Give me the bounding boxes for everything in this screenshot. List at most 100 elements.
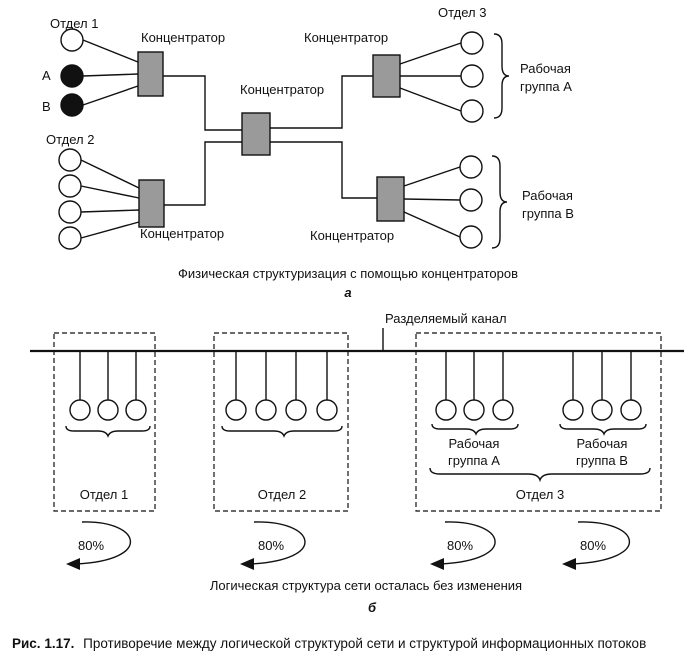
traffic-arrow-curve (75, 521, 132, 565)
dept2-label: Отдел 2 (46, 132, 94, 147)
dept3-workgroup-b-group: Концентратор Рабочая группа В (310, 155, 574, 249)
dept3-workgroup-a-group: Отдел 3 Концентратор Рабочая группа А (304, 5, 572, 123)
workstation-node (125, 399, 147, 421)
traffic-arrow-curve (249, 521, 306, 565)
workstation-node (562, 399, 584, 421)
workstation-node (69, 399, 91, 421)
hub-central-label: Концентратор (240, 82, 324, 97)
link (82, 73, 139, 77)
physical-structure-section: Отдел 1 A B Концентратор Отдел 2 Концент… (42, 5, 574, 300)
workstation-node (58, 148, 82, 172)
workstation-node (316, 399, 338, 421)
hub-dept2-label: Концентратор (140, 226, 224, 241)
workstation-node (285, 399, 307, 421)
link (399, 87, 462, 112)
traffic-arrow-workgroup-b: 80% (562, 521, 631, 570)
workgroup-a-brace (431, 423, 519, 436)
workgroup-a-label-line2: группа А (448, 453, 500, 468)
shared-channel-label: Разделяемый канал (385, 311, 507, 326)
figure-caption: Рис. 1.17. Противоречие между логической… (12, 636, 646, 651)
arrow-head (562, 558, 576, 570)
workstation-a-node (60, 64, 84, 88)
hub-group-a-label: Концентратор (304, 30, 388, 45)
group-a-label-line2: группа А (520, 79, 572, 94)
figure-caption-text: Противоречие между логической структурой… (83, 636, 646, 651)
central-hub-group: Концентратор (240, 82, 324, 156)
workstation-node (97, 399, 119, 421)
link (82, 85, 139, 106)
dept3-label: Отдел 3 (516, 487, 564, 502)
workstation-node (459, 155, 483, 179)
workstation-node (460, 64, 484, 88)
hub-group-b-label: Концентратор (310, 228, 394, 243)
dept3-brace (429, 467, 651, 483)
traffic-label: 80% (258, 538, 284, 553)
workstation-node (60, 28, 84, 52)
workstation-node (58, 174, 82, 198)
traffic-arrow-curve (439, 521, 496, 565)
dept1-label: Отдел 1 (80, 487, 128, 502)
link (80, 185, 140, 199)
workstation-node (435, 399, 457, 421)
hub-dept1 (137, 51, 164, 97)
hub-group-a (372, 54, 401, 98)
dept3-logical-group: Рабочая группа А Рабочая группа В Отдел … (415, 332, 662, 512)
dept2-brace (221, 425, 343, 438)
workgroup-a-label-line1: Рабочая (449, 436, 500, 451)
dept1-brace (65, 425, 151, 438)
node-a-label: A (42, 68, 51, 83)
arrow-head (240, 558, 254, 570)
link (80, 159, 140, 189)
part-b-sublabel: б (368, 600, 377, 615)
workstation-node (591, 399, 613, 421)
part-a-caption: Физическая структуризация с помощью конц… (178, 266, 518, 281)
workstation-node (58, 200, 82, 224)
group-a-label-line1: Рабочая (520, 61, 571, 76)
dept2-group: Отдел 2 Концентратор (46, 132, 224, 250)
hub-central (241, 112, 271, 156)
trunk-link-hub2-center (164, 141, 242, 206)
workstation-node (492, 399, 514, 421)
trunk-link-hub1-center (163, 75, 242, 131)
traffic-arrow-curve (571, 521, 631, 565)
hub-dept2 (138, 179, 165, 228)
link (403, 166, 461, 187)
hub-dept1-label: Концентратор (141, 30, 225, 45)
node-b-label: B (42, 99, 51, 114)
workgroup-b-brace (559, 423, 647, 436)
workstation-node (463, 399, 485, 421)
traffic-arrow-dept2: 80% (240, 521, 306, 570)
dept2-logical-group: Отдел 2 (213, 332, 349, 512)
trunk-link-center-hub4 (270, 141, 377, 199)
figure-number: Рис. 1.17. (12, 636, 74, 651)
workstation-node (58, 226, 82, 250)
traffic-label: 80% (447, 538, 473, 553)
workgroup-b-label-line1: Рабочая (577, 436, 628, 451)
link (403, 198, 461, 201)
link (82, 39, 139, 63)
link (80, 221, 140, 239)
dept1-logical-group: Отдел 1 (53, 332, 156, 512)
link (403, 211, 461, 238)
arrow-head (430, 558, 444, 570)
group-b-brace (491, 155, 508, 249)
traffic-indicators: 80% 80% 80% 80% (66, 521, 631, 570)
group-b-label-line2: группа В (522, 206, 574, 221)
logical-structure-section: Разделяемый канал Отдел 1 (30, 311, 684, 615)
traffic-arrow-workgroup-a: 80% (430, 521, 496, 570)
trunk-link-center-hub3 (270, 75, 373, 129)
dept1-label: Отдел 1 (50, 16, 98, 31)
part-b-caption: Логическая структура сети осталась без и… (210, 578, 522, 593)
traffic-arrow-dept1: 80% (66, 521, 132, 570)
link (80, 209, 140, 213)
workstation-node (620, 399, 642, 421)
workstation-node (460, 31, 484, 55)
workstation-node (459, 188, 483, 212)
link (399, 42, 462, 65)
workstation-node (459, 225, 483, 249)
group-b-label-line1: Рабочая (522, 188, 573, 203)
dept2-label: Отдел 2 (258, 487, 306, 502)
hub-group-b (376, 176, 405, 222)
workstation-b-node (60, 93, 84, 117)
